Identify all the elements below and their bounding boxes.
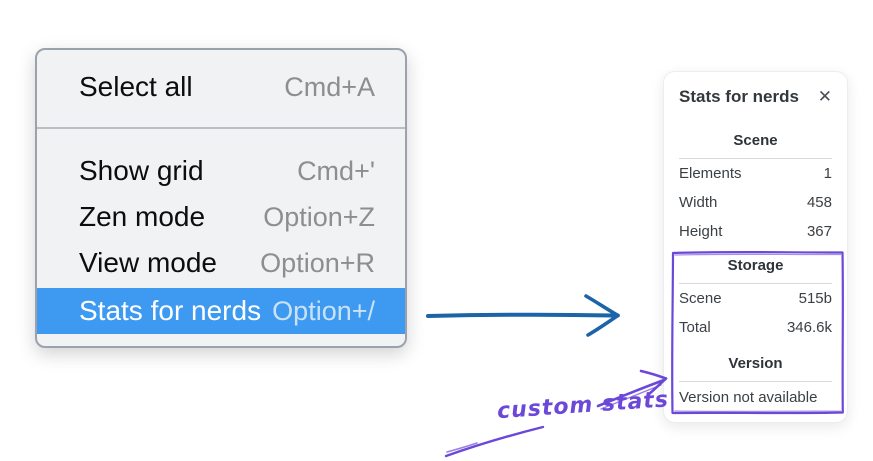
stat-value: 458 [806,194,832,211]
stat-value: 346.6k [786,319,832,336]
menu-separator [37,127,405,129]
stat-row-height: Height 367 [679,217,832,246]
context-menu: Select all Cmd+A Show grid Cmd+' Zen mod… [35,48,407,348]
stat-row-width: Width 458 [679,188,832,217]
section-heading-version: Version [728,355,783,372]
menu-item-show-grid[interactable]: Show grid Cmd+' [37,148,405,194]
menu-item-shortcut: Option+R [260,247,375,278]
menu-item-shortcut: Option+/ [272,295,375,326]
menu-item-shortcut: Cmd+' [297,155,375,186]
stat-label: Width [679,194,718,211]
blue-arrow [426,294,620,337]
menu-item-select-all[interactable]: Select all Cmd+A [37,64,405,110]
scene-stats: Elements 1 Width 458 Height 367 [679,159,832,246]
section-heading-storage: Storage [727,257,784,274]
custom-stats-label: custom stats [496,387,670,425]
section-divider [679,381,832,382]
stats-panel: Stats for nerds ✕ Scene Elements 1 Width… [663,71,848,423]
menu-item-label: View mode [79,247,218,278]
section-divider [679,158,832,159]
menu-item-label: Show grid [79,155,204,186]
menu-item-shortcut: Cmd+A [284,71,375,102]
stat-label: Height [679,223,723,240]
stats-panel-title: Stats for nerds [679,87,799,106]
version-note: Version not available [679,389,818,406]
stat-row-scene-size: Scene 515b [679,284,832,313]
stat-value: 1 [823,165,832,182]
menu-item-zen-mode[interactable]: Zen mode Option+Z [37,194,405,240]
close-icon[interactable]: ✕ [817,87,832,106]
stat-label: Total [679,319,711,336]
stat-row-total-size: Total 346.6k [679,313,832,342]
stat-row-elements: Elements 1 [679,159,832,188]
menu-item-stats-for-nerds[interactable]: Stats for nerds Option+/ [37,288,405,334]
menu-item-label: Zen mode [79,201,206,232]
stat-value: 515b [798,290,832,307]
stat-label: Elements [679,165,742,182]
menu-item-label: Select all [79,71,193,102]
stat-value: 367 [806,223,832,240]
storage-stats: Scene 515b Total 346.6k [679,284,832,342]
stat-label: Scene [679,290,722,307]
menu-item-label: Stats for nerds [79,295,262,326]
menu-item-shortcut: Option+Z [263,201,375,232]
menu-item-view-mode[interactable]: View mode Option+R [37,240,405,286]
custom-stats-tail-line [444,425,545,458]
section-heading-scene: Scene [733,132,778,149]
stats-panel-titlebar: Stats for nerds ✕ [679,87,832,107]
